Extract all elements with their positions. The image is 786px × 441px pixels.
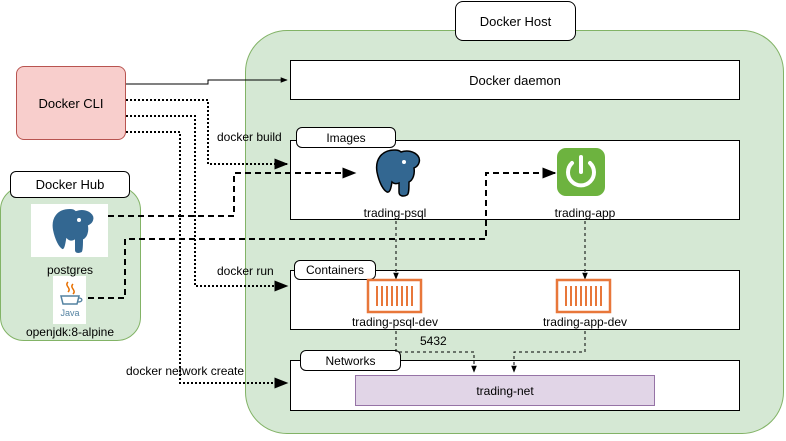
trading-net-box: trading-net (355, 375, 655, 406)
images-tab: Images (296, 127, 396, 148)
port-label: 5432 (420, 334, 447, 348)
docker-network-create-label: docker network create (126, 364, 245, 378)
docker-host-title-text: Docker Host (479, 13, 552, 29)
trading-app-label: trading-app (554, 206, 616, 220)
postgres-pull-arrow (108, 167, 357, 217)
java-hub-tile (53, 276, 86, 324)
docker-run-arrow (126, 115, 289, 292)
docker-hub-title-text: Docker Hub (35, 177, 105, 192)
docker-daemon-label: Docker daemon (469, 72, 561, 88)
trading-psql-label: trading-psql (363, 206, 427, 220)
docker-host-title: Docker Host (455, 1, 576, 41)
docker-run-label: docker run (217, 264, 274, 278)
docker-network-create-arrow (126, 131, 289, 389)
docker-build-label: docker build (217, 130, 282, 144)
spring-power-icon (557, 148, 605, 196)
container-icon (555, 278, 612, 314)
postgres-elephant-icon (50, 206, 96, 255)
openjdk-hub-label: openjdk:8-alpine (25, 325, 115, 339)
networks-tab: Networks (300, 350, 401, 371)
cli-to-daemon-arrow (126, 77, 288, 85)
psql-container-to-net-arrow (395, 331, 477, 373)
networks-tab-label: Networks (325, 353, 376, 368)
postgres-elephant-icon (375, 149, 421, 197)
java-cup-icon: Java (60, 281, 83, 318)
docker-cli-label: Docker CLI (38, 95, 104, 111)
images-tab-label: Images (326, 130, 366, 145)
java-logo-text: Java (60, 308, 79, 318)
trading-psql-dev-label: trading-psql-dev (351, 315, 439, 329)
trading-net-label: trading-net (476, 383, 534, 398)
trading-app-dev-label: trading-app-dev (542, 315, 628, 329)
postgres-hub-label: postgres (46, 263, 94, 277)
docker-daemon-box: Docker daemon (290, 60, 740, 100)
docker-cli-box: Docker CLI (16, 66, 126, 140)
openjdk-pull-arrow (88, 167, 557, 299)
images-panel (290, 140, 740, 220)
containers-panel (290, 270, 740, 330)
docker-build-arrow (126, 99, 289, 170)
containers-tab-label: Containers (305, 263, 365, 277)
docker-hub-title: Docker Hub (10, 171, 130, 198)
containers-tab: Containers (294, 260, 376, 280)
app-container-to-net-arrow (511, 331, 586, 373)
container-icon (366, 278, 423, 314)
